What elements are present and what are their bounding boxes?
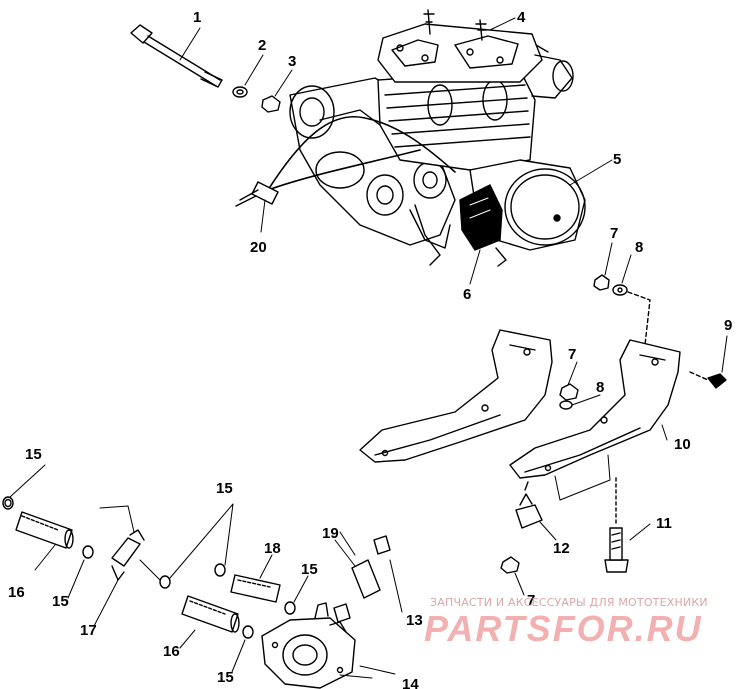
clamp-15e bbox=[284, 601, 296, 615]
callout-15-left: 15 bbox=[52, 593, 69, 610]
hose-18 bbox=[230, 574, 281, 603]
clamp-15a bbox=[2, 496, 14, 510]
mount-bracket-left bbox=[359, 329, 553, 463]
callout-15-top: 15 bbox=[216, 480, 233, 497]
callout-18: 18 bbox=[264, 540, 281, 557]
callout-15-far-left: 15 bbox=[25, 446, 42, 463]
leader-lines bbox=[9, 17, 728, 675]
callout-12: 12 bbox=[553, 540, 570, 557]
washer-8b bbox=[559, 400, 573, 410]
callout-4: 4 bbox=[517, 9, 526, 26]
leader-dashed-8 bbox=[627, 291, 651, 346]
callout-10: 10 bbox=[674, 436, 691, 453]
callout-7-middle: 7 bbox=[568, 346, 577, 363]
nut-3 bbox=[261, 95, 281, 113]
rubber-mount-12 bbox=[515, 481, 543, 529]
callout-14: 14 bbox=[402, 676, 419, 689]
callout-13: 13 bbox=[406, 612, 423, 629]
callout-11: 11 bbox=[656, 515, 672, 532]
callout-7-lower: 7 bbox=[527, 592, 536, 609]
callout-8-middle: 8 bbox=[596, 379, 605, 396]
watermark-logo: PARTSFOR.RU bbox=[424, 608, 703, 649]
engine-assembly bbox=[235, 9, 586, 267]
callout-6: 6 bbox=[463, 286, 472, 303]
fitting-17 bbox=[99, 505, 161, 581]
washer-8a bbox=[612, 284, 628, 296]
callout-8-upper: 8 bbox=[635, 239, 644, 256]
callout-20: 20 bbox=[250, 239, 267, 256]
watermark-tagline: ЗАПЧАСТИ И АКСЕССУАРЫ ДЛЯ МОТОТЕХНИКИ bbox=[430, 596, 708, 609]
clamp-15c bbox=[159, 575, 171, 589]
clamp-15d bbox=[214, 563, 226, 577]
nut-7c bbox=[500, 556, 520, 574]
callout-5: 5 bbox=[613, 151, 622, 168]
clamp-15b bbox=[82, 545, 94, 559]
callout-2: 2 bbox=[258, 37, 267, 54]
callout-3: 3 bbox=[288, 53, 297, 70]
nut-7a bbox=[593, 274, 610, 291]
washer-2 bbox=[232, 86, 248, 98]
bolt-11 bbox=[604, 477, 629, 573]
hose-16a bbox=[15, 511, 74, 549]
long-bolt bbox=[130, 24, 223, 88]
callout-9: 9 bbox=[724, 317, 733, 334]
callout-15-bottom: 15 bbox=[217, 669, 234, 686]
callout-17: 17 bbox=[80, 622, 97, 639]
callout-16-lower: 16 bbox=[163, 643, 180, 660]
water-pump-14 bbox=[261, 602, 373, 689]
callout-16-left: 16 bbox=[8, 584, 25, 601]
callout-7-upper: 7 bbox=[610, 225, 619, 242]
clamp-15f bbox=[242, 625, 254, 639]
nut-7b bbox=[559, 383, 579, 401]
hose-19 bbox=[333, 531, 403, 623]
callout-1: 1 bbox=[193, 9, 202, 26]
callout-15-right: 15 bbox=[301, 561, 318, 578]
callout-19: 19 bbox=[322, 525, 339, 542]
bolt-9 bbox=[689, 371, 727, 389]
mount-bracket-right bbox=[509, 339, 681, 501]
hose-16b bbox=[181, 595, 240, 633]
